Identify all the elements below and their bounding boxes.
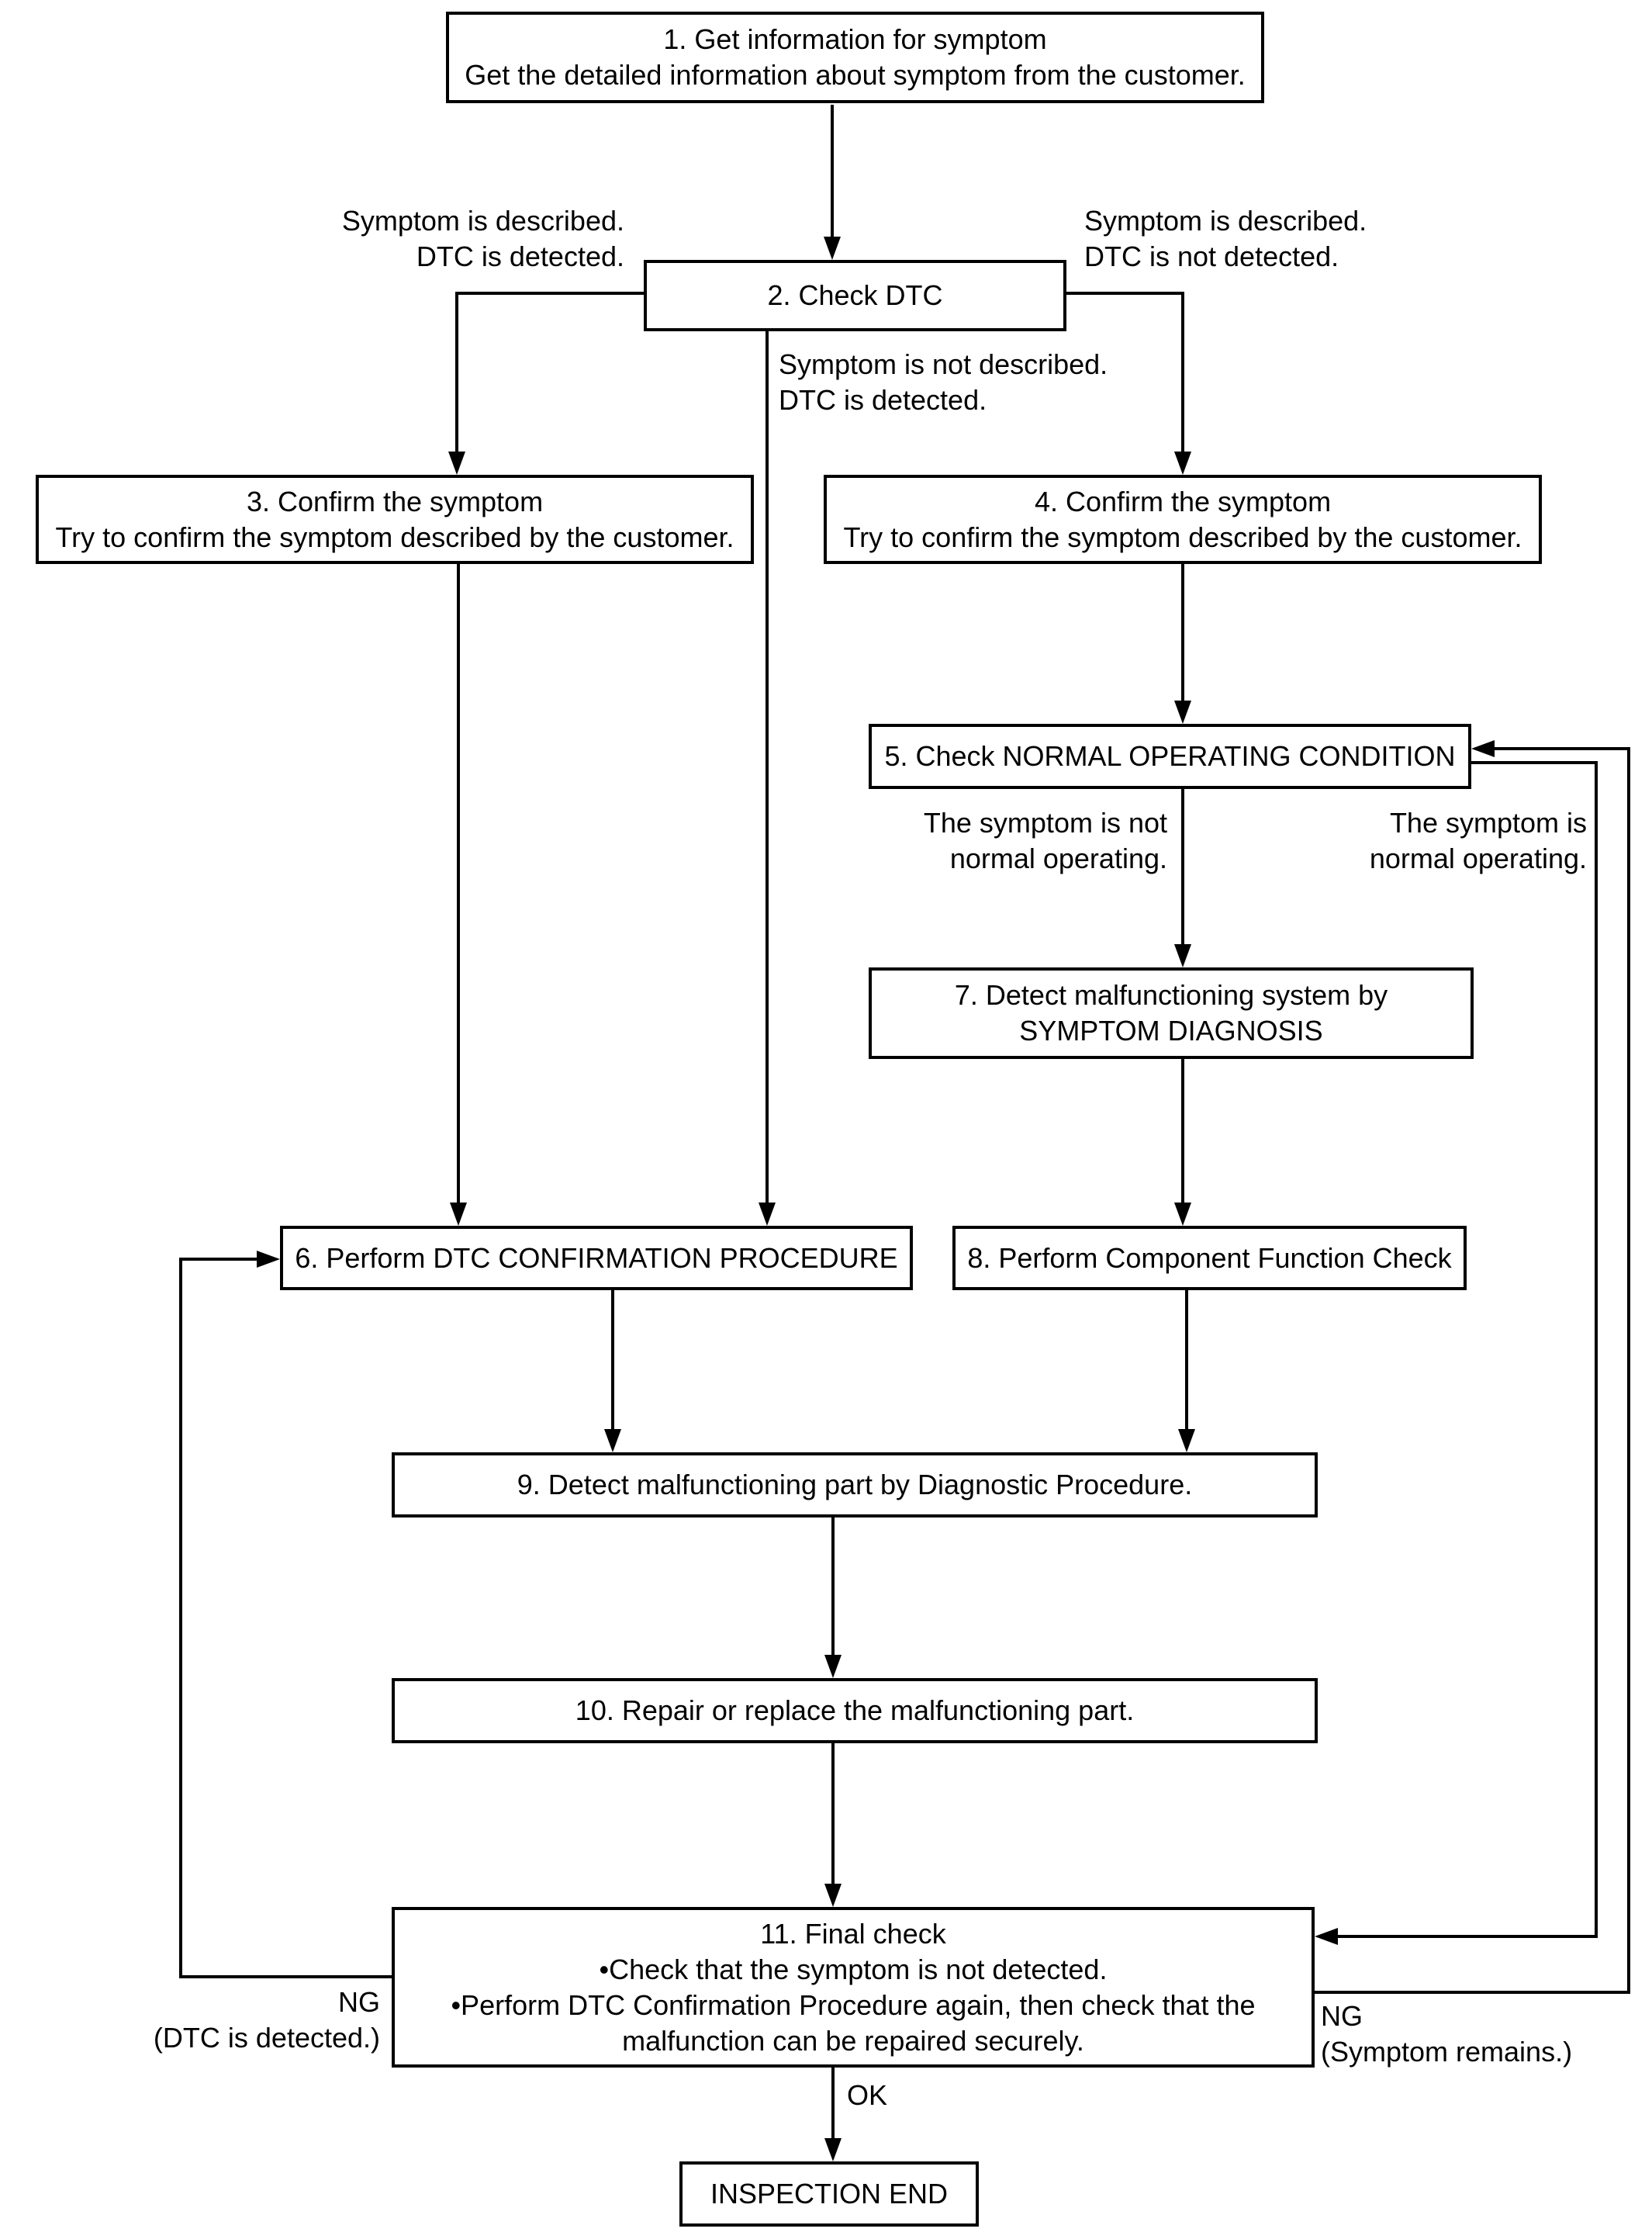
node-2-title: 2. Check DTC [767,279,943,311]
node-7-desc: SYMPTOM DIAGNOSIS [1019,1015,1323,1047]
edge-label-line: NG [1321,2000,1363,2032]
connector-4-to-5 [1181,564,1184,704]
connector-2-to-4-vertical [1181,293,1184,453]
node-8-perform-component-function-check: 8. Perform Component Function Check [952,1226,1467,1290]
arrowhead-into-3 [448,452,465,475]
node-11-bullet-2: •Perform DTC Confirmation Procedure agai… [451,1988,1256,2021]
edge-label-line: (DTC is detected.) [153,2022,380,2054]
edge-label-line: The symptom is [1389,807,1587,839]
edge-label-line: The symptom is not [923,807,1167,839]
arrowhead-into-9-from-6 [604,1429,621,1452]
connector-7-to-8 [1181,1059,1184,1206]
node-11-final-check: 11. Final check •Check that the symptom … [392,1907,1315,2068]
node-8-title: 8. Perform Component Function Check [967,1241,1452,1274]
connector-6-to-9 [611,1290,614,1432]
edge-label-ok: OK [847,2079,888,2111]
connector-11-to-5-bottom-horizontal [1315,1991,1629,1994]
arrowhead-into-5-right [1471,740,1495,757]
edge-label-line: normal operating. [1369,843,1587,874]
edge-label-line: normal operating. [949,843,1167,874]
connector-11-to-6-vertical [179,1258,182,1978]
node-3-desc: Try to confirm the symptom described by … [55,521,734,553]
node-7-detect-malfunctioning-system: 7. Detect malfunctioning system by SYMPT… [869,967,1474,1059]
edge-label-branch-5-right: The symptom is normal operating. [1277,805,1587,877]
node-11-title: 11. Final check [760,1917,946,1950]
connector-5-to-11-top-horizontal [1471,761,1598,764]
edge-label-line: Symptom is described. [341,205,624,237]
node-6-title: 6. Perform DTC CONFIRMATION PROCEDURE [295,1241,898,1274]
node-1-desc: Get the detailed information about sympt… [465,59,1246,91]
node-10-repair-or-replace: 10. Repair or replace the malfunctioning… [392,1678,1318,1743]
edge-label-ng-symptom-remains: NG (Symptom remains.) [1321,1998,1572,2070]
connector-5-to-11-bottom-horizontal [1336,1935,1596,1938]
node-6-perform-dtc-confirmation-procedure: 6. Perform DTC CONFIRMATION PROCEDURE [280,1226,913,1290]
arrowhead-into-end [824,2138,842,2161]
connector-1-to-2 [831,105,834,238]
connector-5-to-7 [1181,789,1184,947]
edge-label-line: Symptom is described. [1084,205,1367,237]
arrowhead-into-2 [824,237,841,260]
node-11-bullet-1: •Check that the symptom is not detected. [599,1953,1108,1985]
arrowhead-into-10 [824,1655,842,1678]
edge-label-line: DTC is detected. [779,384,987,416]
arrowhead-into-11-right [1315,1928,1338,1945]
connector-2-to-4-horizontal [1066,292,1184,295]
arrowhead-into-8 [1174,1203,1191,1226]
connector-2-to-3-vertical [455,293,458,453]
connector-2-to-6 [766,331,769,1206]
edge-label-ng-dtc-detected: NG (DTC is detected.) [116,1985,380,2056]
node-1-title: 1. Get information for symptom [663,23,1047,55]
arrowhead-into-5 [1174,701,1191,724]
arrowhead-into-6-from-2 [759,1203,776,1226]
connector-2-to-3-horizontal [455,292,644,295]
node-4-desc: Try to confirm the symptom described by … [843,521,1522,553]
edge-label-line: DTC is detected. [416,241,624,272]
node-1-get-information: 1. Get information for symptom Get the d… [446,12,1264,103]
edge-label-branch-2-right: Symptom is described. DTC is not detecte… [1084,203,1367,275]
connector-11-to-6-bottom-horizontal [179,1975,392,1978]
inspection-end-title: INSPECTION END [710,2178,949,2210]
edge-label-line: (Symptom remains.) [1321,2036,1573,2068]
node-10-title: 10. Repair or replace the malfunctioning… [575,1694,1135,1726]
arrowhead-into-6-left [257,1251,280,1268]
edge-label-line: Symptom is not described. [779,348,1108,380]
node-11-bullet-2-cont: malfunction can be repaired securely. [622,2024,1084,2057]
arrowhead-into-6-from-3 [450,1203,467,1226]
arrowhead-into-7 [1174,944,1191,967]
arrowhead-into-9-from-8 [1178,1429,1195,1452]
edge-label-line: DTC is not detected. [1084,241,1339,272]
node-inspection-end: INSPECTION END [679,2161,979,2227]
edge-label-branch-5-left: The symptom is not normal operating. [857,805,1167,877]
connector-5-to-11-vertical [1595,761,1598,1938]
arrowhead-into-11-top [824,1884,842,1907]
connector-11-to-5-vertical [1627,747,1630,1994]
node-4-title: 4. Confirm the symptom [1034,485,1332,517]
node-4-confirm-symptom: 4. Confirm the symptom Try to confirm th… [824,475,1542,564]
connector-8-to-9 [1185,1290,1188,1432]
node-3-confirm-symptom: 3. Confirm the symptom Try to confirm th… [36,475,754,564]
connector-11-to-6-top-horizontal [179,1258,258,1261]
node-2-check-dtc: 2. Check DTC [644,260,1066,331]
connector-11-to-5-top-horizontal [1493,747,1629,750]
edge-label-branch-2-left: Symptom is described. DTC is detected. [326,203,624,275]
arrowhead-into-4 [1174,452,1191,475]
edge-label-branch-2-down: Symptom is not described. DTC is detecte… [779,347,1108,418]
node-9-detect-malfunctioning-part: 9. Detect malfunctioning part by Diagnos… [392,1452,1318,1517]
node-5-title: 5. Check NORMAL OPERATING CONDITION [884,740,1456,772]
node-7-title: 7. Detect malfunctioning system by [954,979,1388,1011]
connector-11-to-end [831,2068,835,2140]
node-9-title: 9. Detect malfunctioning part by Diagnos… [517,1469,1193,1500]
connector-10-to-11 [831,1743,835,1887]
edge-label-line: NG [338,1986,380,2018]
connector-3-to-6 [457,564,460,1206]
node-3-title: 3. Confirm the symptom [246,485,544,517]
connector-9-to-10 [831,1517,835,1656]
node-5-check-normal-operating-condition: 5. Check NORMAL OPERATING CONDITION [869,724,1471,789]
